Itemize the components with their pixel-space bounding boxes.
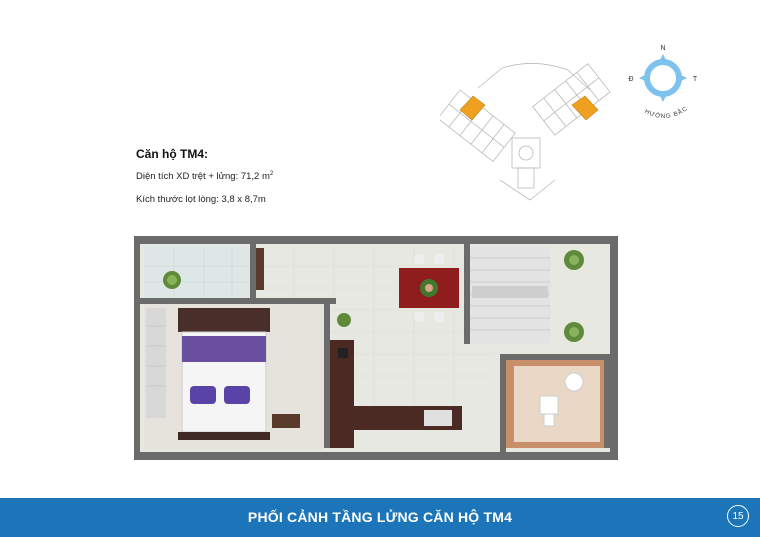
area-unit-sup: 2 (269, 171, 274, 177)
page-number: 15 (727, 505, 749, 527)
highlight-unit-left (459, 95, 486, 121)
compass-east: T (693, 76, 698, 83)
area-line: Diện tích XD trệt + lửng: 71,2 m2 (136, 171, 396, 182)
apartment-title: Căn hộ TM4: (136, 147, 208, 161)
compass-west: Đ (628, 76, 633, 83)
compass-north: N (660, 45, 665, 52)
svg-text:HƯỚNG BẮC: HƯỚNG BẮC (644, 106, 690, 120)
footer-title: PHỐI CẢNH TẦNG LỬNG CĂN HỘ TM4 (247, 509, 513, 525)
highlight-unit-right (571, 95, 599, 121)
floor-plan-render (134, 236, 618, 460)
apartment-info: Căn hộ TM4: Diện tích XD trệt + lửng: 71… (136, 147, 396, 217)
compass-caption: HƯỚNG BẮC (644, 106, 689, 120)
area-label: Diện tích XD trệt + lửng: 71,2 m (136, 171, 270, 183)
footer-bar: PHỐI CẢNH TẦNG LỬNG CĂN HỘ TM4 (0, 498, 760, 537)
key-plan (440, 63, 611, 201)
compass-icon: N Đ T HƯỚNG BẮC (625, 40, 715, 135)
dimension-label: Kích thước lọt lòng: 3,8 x 8,7m (136, 194, 266, 206)
